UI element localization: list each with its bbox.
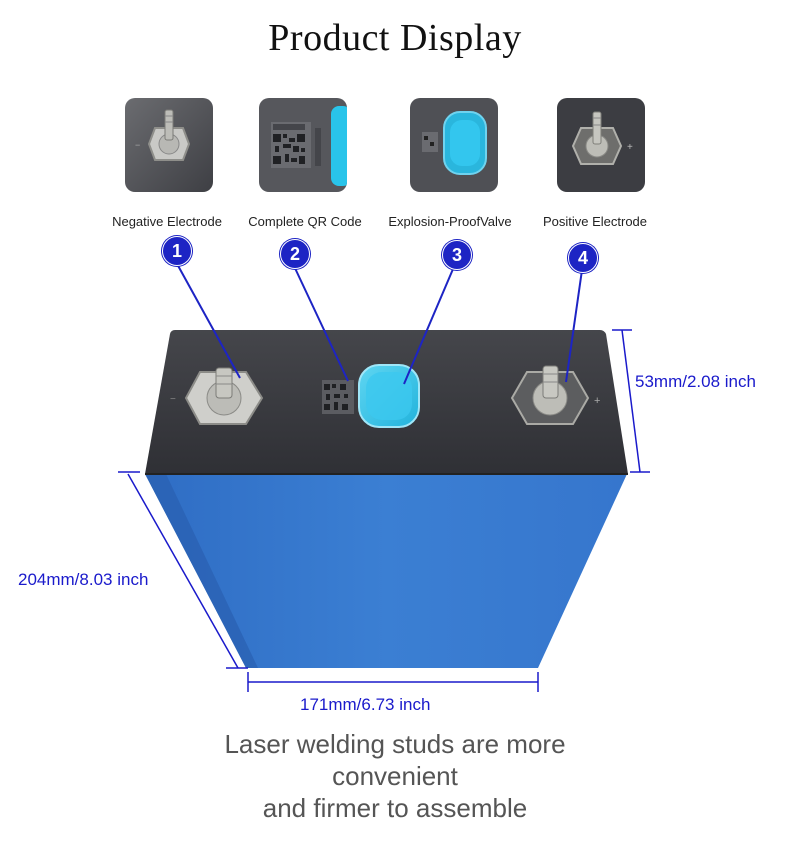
callout-badge-3: 3 — [442, 240, 472, 270]
callout-badge-1: 1 — [162, 236, 192, 266]
feature-label-negative-electrode: Negative Electrode — [112, 214, 222, 229]
qr-code-thumbnail — [259, 98, 347, 192]
positive-terminal-icon: + — [557, 98, 645, 192]
battery-body — [145, 474, 627, 668]
negative-terminal: − — [170, 367, 264, 425]
feature-label-qr-code: Complete QR Code — [248, 214, 362, 229]
dimension-width: 171mm/6.73 inch — [300, 695, 431, 714]
positive-electrode-thumbnail: + — [557, 98, 645, 192]
explosion-proof-valve — [358, 364, 420, 428]
qr-code-icon — [259, 98, 347, 192]
caption-line-1: Laser welding studs are more — [224, 729, 566, 759]
negative-electrode-thumbnail: − — [125, 98, 213, 192]
positive-terminal: + — [510, 365, 600, 425]
callout-lines — [175, 261, 583, 385]
callout-badge-2: 2 — [280, 239, 310, 269]
dimension-top-height: 53mm/2.08 inch — [635, 372, 756, 391]
svg-text:+: + — [627, 142, 633, 153]
explosion-proof-valve-thumbnail — [410, 98, 498, 192]
caption-line-3: and firmer to assemble — [262, 793, 528, 823]
caption-line-2: convenient — [332, 761, 458, 791]
feature-caption: Laser welding studs are more convenient … — [0, 728, 790, 824]
svg-text:−: − — [170, 394, 176, 405]
feature-label-positive-electrode: Positive Electrode — [542, 214, 648, 229]
page-title: Product Display — [268, 17, 522, 59]
svg-text:+: + — [594, 395, 600, 407]
feature-label-valve: Explosion-ProofValve — [388, 214, 512, 229]
qr-code-marking — [322, 380, 354, 414]
callout-badge-4: 4 — [568, 243, 598, 273]
svg-text:−: − — [135, 140, 140, 150]
safety-valve-icon — [410, 98, 498, 192]
negative-terminal-icon: − — [125, 98, 213, 192]
dimension-lines — [118, 329, 650, 692]
dimension-body-height: 204mm/8.03 inch — [18, 570, 149, 589]
